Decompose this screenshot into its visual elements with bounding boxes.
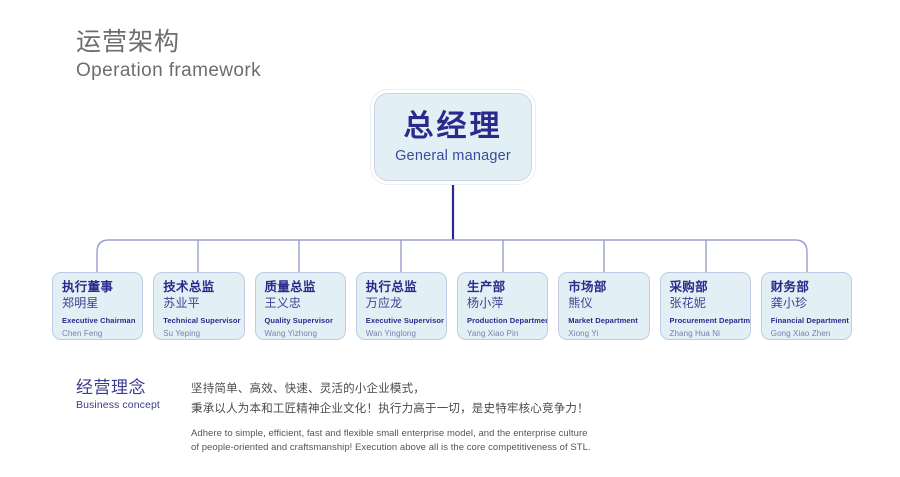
dept-title-cn: 市场部 (568, 280, 607, 294)
business-concept-label: 经营理念 Business concept (76, 378, 186, 411)
dept-title-en: Production Department (467, 316, 549, 326)
dept-name-en: Wang Yizhong (264, 329, 317, 339)
node-technical-supervisor[interactable]: 技术总监 苏业平 Technical Supervisor Su Yeping (153, 272, 245, 340)
dept-name-cn: 杨小萍 (467, 296, 504, 311)
dept-name-en: Gong Xiao Zhen (770, 329, 831, 339)
page-title-en: Operation framework (76, 60, 262, 81)
department-row: 执行董事 郑明星 Executive Chairman Chen Feng 技术… (52, 272, 852, 340)
dept-title-cn: 执行董事 (62, 280, 114, 294)
node-executive-chairman[interactable]: 执行董事 郑明星 Executive Chairman Chen Feng (52, 272, 144, 340)
manager-title-cn: 总经理 (403, 110, 503, 144)
page-title-cn: 运营架构 (76, 28, 181, 56)
dept-title-en: Market Department (568, 316, 638, 326)
dept-name-en: Su Yeping (163, 329, 201, 339)
concept-en-block: Adhere to simple, efficient, fast and fl… (191, 427, 611, 455)
dept-title-en: Executive Chairman (62, 316, 136, 326)
concept-label-cn: 经营理念 (76, 378, 146, 397)
dept-title-en: Procurement Department (669, 316, 751, 326)
dept-name-cn: 张花妮 (669, 296, 707, 311)
node-market-department[interactable]: 市场部 熊仪 Market Department Xiong Yi (558, 272, 650, 340)
dept-title-cn: 生产部 (467, 280, 506, 294)
manager-title-en: General manager (395, 147, 511, 164)
dept-name-en: Wan Yinglong (365, 329, 417, 339)
dept-name-cn: 万应龙 (365, 296, 403, 311)
node-production-department[interactable]: 生产部 杨小萍 Production Department Yang Xiao … (457, 272, 549, 340)
dept-title-cn: 质量总监 (264, 280, 316, 294)
dept-title-cn: 采购部 (669, 280, 708, 294)
node-executive-supervisor[interactable]: 执行总监 万应龙 Executive Supervisor Wan Yinglo… (355, 272, 447, 340)
business-concept-text: 坚持简单、高效、快速、灵活的小企业模式， 秉承以人为本和工匠精神企业文化！执行力… (191, 379, 611, 455)
dept-name-en: Yang Xiao Pin (467, 329, 519, 339)
concept-en-line-1: Adhere to simple, efficient, fast and fl… (191, 428, 588, 440)
page-title: 运营架构 Operation framework (76, 28, 262, 81)
node-general-manager[interactable]: 总经理 General manager (374, 93, 532, 181)
concept-cn-line-1: 坚持简单、高效、快速、灵活的小企业模式， (191, 383, 425, 395)
dept-name-en: Zhang Hua Ni (669, 329, 721, 339)
dept-title-cn: 执行总监 (365, 280, 417, 294)
dept-name-cn: 郑明星 (62, 296, 99, 311)
dept-name-cn: 王义忠 (264, 296, 302, 311)
dept-title-en: Executive Supervisor (365, 316, 445, 326)
horizontal-bus (96, 239, 808, 272)
dept-name-en: Xiong Yi (568, 329, 599, 339)
dept-name-cn: 熊仪 (568, 296, 593, 311)
concept-en-line-2: of people-oriented and craftsmanship! Ex… (191, 442, 591, 454)
dept-name-cn: 龚小珍 (770, 296, 808, 311)
node-financial-department[interactable]: 财务部 龚小珍 Financial Department Gong Xiao Z… (760, 272, 852, 340)
dept-title-en: Technical Supervisor (163, 316, 241, 326)
concept-cn-line-2: 秉承以人为本和工匠精神企业文化！执行力高于一切，是史特牢核心竞争力！ (191, 403, 589, 416)
dept-title-cn: 财务部 (770, 280, 810, 294)
dept-name-cn: 苏业平 (163, 296, 200, 311)
dept-name-en: Chen Feng (62, 329, 103, 339)
node-procurement-department[interactable]: 采购部 张花妮 Procurement Department Zhang Hua… (659, 272, 751, 340)
dept-title-en: Financial Department (770, 316, 850, 326)
dept-title-en: Quality Supervisor (264, 316, 333, 326)
dept-title-cn: 技术总监 (163, 280, 215, 294)
node-quality-supervisor[interactable]: 质量总监 王义忠 Quality Supervisor Wang Yizhong (254, 272, 346, 340)
concept-label-en: Business concept (76, 398, 160, 411)
